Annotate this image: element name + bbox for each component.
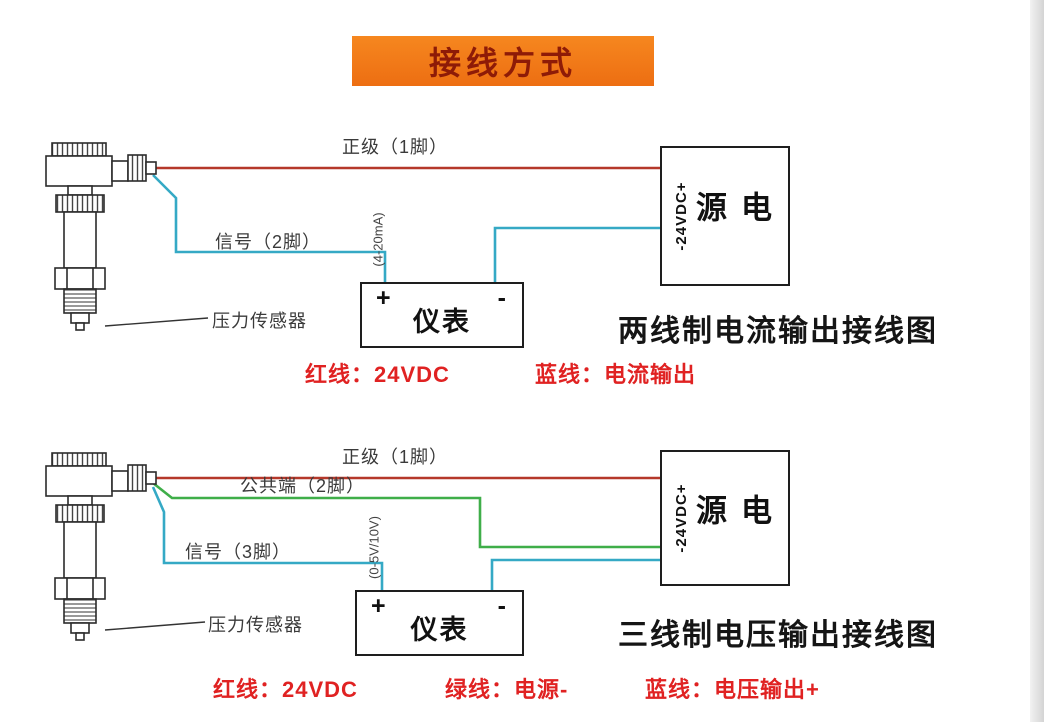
range-label-bottom: (0-5V/10V) bbox=[366, 516, 382, 579]
meter-box-bottom: + - 仪表 bbox=[355, 590, 524, 656]
pressure-sensor-illustration-bottom bbox=[45, 452, 157, 641]
wire-green-common-bottom bbox=[152, 481, 660, 549]
meter-plus-terminal-top: + bbox=[376, 284, 391, 312]
legend-red-wire-bottom: 红线：24VDC bbox=[213, 677, 358, 702]
sensor-pointer-line-bottom bbox=[104, 621, 206, 631]
wire-blue-meter-to-power-top bbox=[493, 226, 660, 283]
caption-bottom: 三线制电压输出接线图 bbox=[618, 619, 938, 652]
signal-pin-label-bottom: 信号（3脚） bbox=[185, 542, 292, 562]
power-supply-label-top: 电源 bbox=[691, 191, 771, 232]
legend-blue-wire-top: 蓝线：电流输出 bbox=[535, 362, 697, 387]
wire-blue-signal-top bbox=[152, 174, 387, 283]
positive-pin-label-top: 正级（1脚） bbox=[342, 137, 449, 157]
wire-blue-meter-to-power-bottom bbox=[490, 558, 660, 591]
power-box-bottom: -24VDC+ 电源 bbox=[660, 450, 790, 586]
meter-plus-terminal-bottom: + bbox=[371, 592, 386, 620]
page-edge-shadow bbox=[1030, 0, 1044, 722]
wire-blue-signal-bottom bbox=[151, 486, 384, 591]
caption-top: 两线制电流输出接线图 bbox=[618, 315, 938, 348]
meter-label-top: 仪表 bbox=[413, 306, 471, 337]
meter-label-bottom: 仪表 bbox=[410, 614, 469, 645]
page-title: 接线方式 bbox=[428, 45, 577, 81]
meter-minus-terminal-bottom: - bbox=[497, 592, 506, 620]
meter-box-top: + - 仪表 bbox=[360, 282, 524, 348]
pressure-sensor-illustration-top bbox=[45, 142, 157, 331]
meter-minus-terminal-top: - bbox=[497, 284, 506, 312]
common-pin-label-bottom: 公共端（2脚） bbox=[240, 476, 366, 496]
power-box-top: -24VDC+ 电源 bbox=[660, 146, 790, 286]
sensor-label-top: 压力传感器 bbox=[212, 311, 307, 331]
sensor-label-bottom: 压力传感器 bbox=[208, 615, 303, 635]
range-label-top: (4-20mA) bbox=[370, 212, 386, 267]
signal-pin-label-top: 信号（2脚） bbox=[215, 232, 322, 252]
sensor-pointer-line-top bbox=[104, 317, 209, 327]
title-banner: 接线方式 bbox=[352, 36, 654, 86]
legend-green-wire-bottom: 绿线：电源- bbox=[445, 677, 569, 702]
positive-pin-label-bottom: 正级（1脚） bbox=[342, 447, 449, 467]
legend-red-wire-top: 红线：24VDC bbox=[305, 362, 450, 387]
power-supply-label-bottom: 电源 bbox=[691, 494, 771, 535]
legend-blue-wire-bottom: 蓝线：电压输出+ bbox=[645, 677, 820, 702]
